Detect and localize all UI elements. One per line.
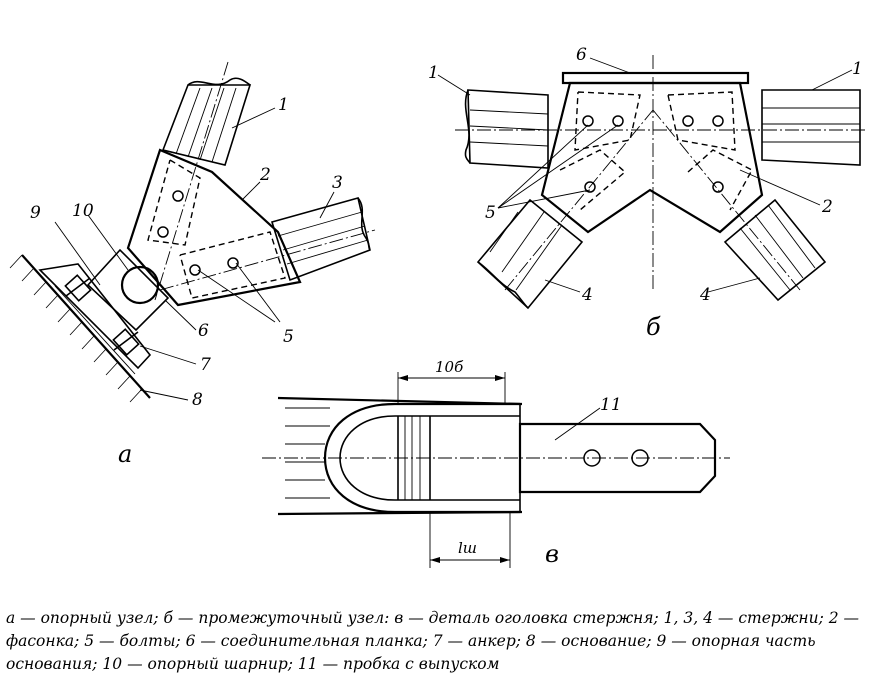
base-8	[9, 254, 151, 403]
anchor-7	[64, 274, 140, 356]
rod-1-b-left	[464, 89, 549, 169]
dimension-10b-label: 10б	[435, 358, 464, 376]
label-8: 8	[192, 390, 203, 410]
gusset-plate-2-b	[540, 81, 764, 234]
panel-label-b: б	[646, 313, 661, 341]
rod-4-b-right	[723, 198, 827, 302]
label-9: 9	[30, 203, 41, 223]
rod-4-b-left	[476, 198, 584, 310]
label-5-a: 5	[283, 327, 294, 347]
label-1-b-left: 1	[428, 63, 439, 83]
dimension-lsh: lш	[429, 512, 511, 568]
label-4-b-right: 4	[699, 285, 711, 305]
panel-a-support-node: 1 2 3 5 6 7 8 9 10 а	[9, 61, 376, 468]
support-part-9	[38, 263, 152, 370]
rod-1-a	[154, 61, 252, 301]
rod-3-a	[159, 197, 376, 291]
label-3-a: 3	[332, 173, 343, 193]
hinge-bracket	[86, 248, 170, 332]
panel-label-c: в	[545, 540, 559, 568]
label-6-a: 6	[198, 321, 209, 341]
dimension-10b: 10б	[397, 358, 506, 404]
label-1-a: 1	[278, 95, 289, 115]
gusset-plate-2	[126, 148, 302, 307]
engineering-drawing: 1 2 3 5 6 7 8 9 10 а	[9, 45, 866, 568]
label-7: 7	[200, 355, 211, 375]
label-11: 11	[600, 395, 622, 415]
label-1-b-right: 1	[852, 59, 863, 79]
panel-c-rod-head: 10б lш 11 в	[262, 358, 730, 568]
connecting-plate-6	[561, 71, 750, 85]
label-2-b: 2	[821, 197, 833, 217]
label-6-b: 6	[576, 45, 587, 65]
label-10: 10	[72, 201, 94, 221]
panel-label-a: а	[118, 440, 132, 468]
rod-1-b-right	[761, 89, 861, 166]
panel-b-intermediate-node: 1 6 1 5 2 4 4 б	[428, 45, 866, 341]
label-5-b: 5	[485, 203, 496, 223]
label-2-a: 2	[259, 165, 271, 185]
figure-caption: а — опорный узел; б — промежуточный узел…	[6, 609, 860, 673]
support-hinge-10	[120, 265, 160, 305]
dimension-lsh-label: lш	[458, 539, 477, 557]
label-4-b-left: 4	[581, 285, 593, 305]
